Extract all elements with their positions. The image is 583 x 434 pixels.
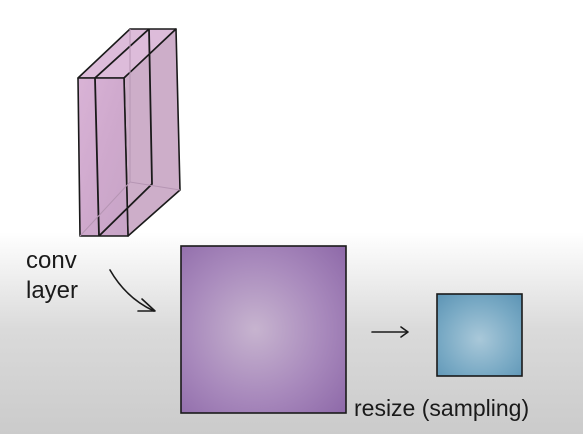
prism-hidden-edges bbox=[79, 29, 181, 237]
feature-map-square bbox=[180, 245, 347, 414]
conv-layer-label: conv layer bbox=[26, 246, 78, 306]
resize-label: resize (sampling) bbox=[354, 395, 530, 421]
curved-arrow-icon bbox=[109, 269, 156, 312]
prism-front-face bbox=[77, 77, 129, 237]
conv-label-line1: conv bbox=[26, 247, 77, 274]
resized-map-square bbox=[436, 293, 523, 377]
prism-inner-slice bbox=[94, 28, 153, 237]
right-arrow-icon bbox=[371, 326, 409, 338]
conv-label-line2: layer bbox=[26, 277, 79, 304]
conv-layer-prism bbox=[77, 28, 181, 237]
